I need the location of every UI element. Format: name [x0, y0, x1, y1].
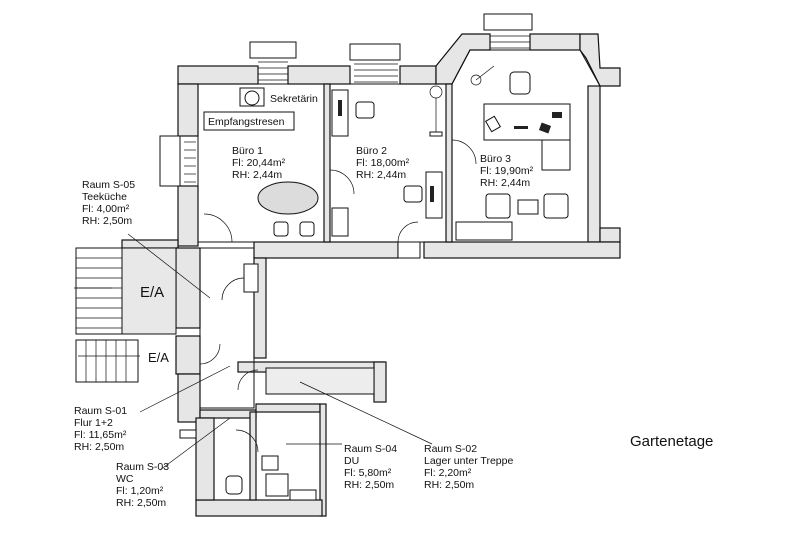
- room-label-bro2: Büro 2 Fl: 18,00m² RH: 2,44m: [356, 145, 410, 181]
- room-line: Raum S-05: [82, 179, 135, 191]
- room-line: RH: 2,50m: [74, 441, 124, 453]
- room-line: Raum S-02: [424, 443, 477, 455]
- room-line: DU: [344, 455, 359, 467]
- room-line: Fl: 5,80m²: [344, 467, 392, 479]
- room-line: RH: 2,44m: [356, 169, 406, 181]
- label-sekretaerin: Sekretärin: [270, 93, 318, 105]
- room-line: Raum S-03: [116, 461, 169, 473]
- room-line: Lager unter Treppe: [424, 455, 513, 467]
- room-line: Büro 1: [232, 145, 263, 157]
- room-outlines: [197, 49, 601, 501]
- stairs: [74, 247, 375, 395]
- room-line: Teeküche: [82, 191, 127, 203]
- room-line: Flur 1+2: [74, 417, 113, 429]
- room-line: Fl: 18,00m²: [356, 157, 410, 169]
- room-label-s04: Raum S-04 DU Fl: 5,80m² RH: 2,50m: [344, 443, 397, 491]
- room-line: Fl: 19,90m²: [480, 165, 534, 177]
- doors: [199, 263, 259, 453]
- room-label-s03: Raum S-03 WC Fl: 1,20m² RH: 2,50m: [116, 461, 169, 509]
- room-line: Fl: 1,20m²: [116, 485, 164, 497]
- room-line: RH: 2,44m: [480, 177, 530, 189]
- leader-lines: [127, 233, 433, 471]
- room-line: Raum S-04: [344, 443, 397, 455]
- room-line: Fl: 11,65m²: [74, 429, 127, 441]
- walls: [121, 33, 621, 517]
- room-label-bro3: Büro 3 Fl: 19,90m² RH: 2,44m: [480, 153, 534, 189]
- label-empfangstresen: Empfangstresen: [208, 116, 285, 128]
- room-line: RH: 2,44m: [232, 169, 282, 181]
- bro3-furniture: [451, 65, 571, 241]
- room-line: Raum S-01: [74, 405, 127, 417]
- sanitary: [179, 429, 317, 501]
- room-label-s02: Raum S-02 Lager unter Treppe Fl: 2,20m² …: [424, 443, 513, 491]
- bro2-furniture: [329, 85, 443, 259]
- label-stair-ea-2: E/A: [148, 350, 169, 365]
- room-line: RH: 2,50m: [344, 479, 394, 491]
- room-line: RH: 2,50m: [116, 497, 166, 509]
- furniture-labels: Sekretärin Empfangstresen E/A E/A: [140, 93, 318, 365]
- room-line: RH: 2,50m: [82, 215, 132, 227]
- room-line: RH: 2,50m: [424, 479, 474, 491]
- room-line: Fl: 20,44m²: [232, 157, 286, 169]
- room-label-s01: Raum S-01 Flur 1+2 Fl: 11,65m² RH: 2,50m: [74, 405, 127, 453]
- room-line: WC: [116, 473, 134, 485]
- room-line: Fl: 4,00m²: [82, 203, 130, 215]
- room-line: Fl: 2,20m²: [424, 467, 472, 479]
- label-stair-ea-1: E/A: [140, 284, 164, 301]
- room-line: Büro 2: [356, 145, 387, 157]
- bro1-furniture: [203, 87, 319, 243]
- room-line: Büro 3: [480, 153, 511, 165]
- window-units: [159, 13, 533, 187]
- room-label-bro1: Büro 1 Fl: 20,44m² RH: 2,44m: [232, 145, 286, 181]
- floor-title: Gartenetage: [630, 433, 713, 450]
- room-label-s05: Raum S-05 Teeküche Fl: 4,00m² RH: 2,50m: [82, 179, 135, 227]
